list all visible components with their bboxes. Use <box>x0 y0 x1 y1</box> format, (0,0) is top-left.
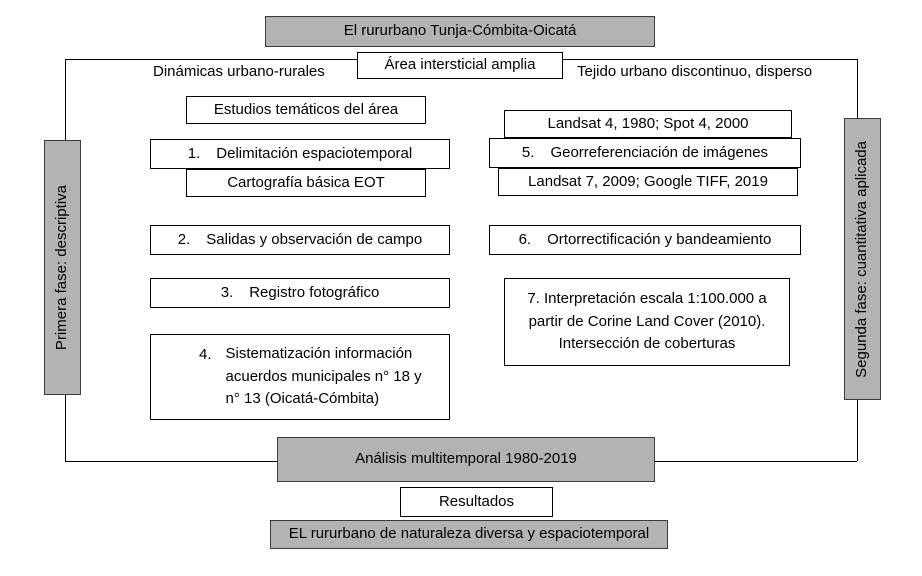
phase-bar-second-text: Segunda fase: cuantitativa aplicada <box>853 140 871 378</box>
step-6-box: 6. Ortorrectificación y bandeamiento <box>489 225 801 255</box>
step-4-box: 4. Sistematización información acuerdos … <box>150 334 450 420</box>
interstitial-area-box: Área intersticial amplia <box>357 52 563 79</box>
step-5-text: Georreferenciación de imágenes <box>550 143 769 161</box>
left-annotation: Dinámicas urbano-rurales <box>153 63 325 80</box>
right-annotation: Tejido urbano discontinuo, disperso <box>577 63 813 80</box>
analysis-box: Análisis multitemporal 1980-2019 <box>277 437 655 482</box>
step-3-number: 3. <box>220 283 234 301</box>
step-7-box: 7. Interpretación escala 1:100.000 a par… <box>504 278 790 366</box>
step-2-box: 2. Salidas y observación de campo <box>150 225 450 255</box>
title-box: El rururbano Tunja-Cómbita-Oicatá <box>265 16 655 47</box>
step-4-number: 4. <box>199 346 212 363</box>
step-2-number: 2. <box>177 230 191 248</box>
step-7-text: 7. Interpretación escala 1:100.000 a par… <box>527 290 767 353</box>
step-1-text: Delimitación espaciotemporal <box>216 144 413 162</box>
connector-top-right <box>563 59 857 60</box>
right-input-bottom-box: Landsat 7, 2009; Google TIFF, 2019 <box>498 168 798 196</box>
connector-bottom-left <box>65 461 277 462</box>
connector-bottom-right <box>655 461 857 462</box>
step-5-box: 5. Georreferenciación de imágenes <box>489 138 801 168</box>
phase-bar-first-text: Primera fase: descriptiva <box>53 184 71 351</box>
results-text: Resultados <box>438 492 515 510</box>
analysis-text: Análisis multitemporal 1980-2019 <box>355 450 577 468</box>
left-input-bottom-box: Cartografía básica EOT <box>186 169 426 197</box>
left-input-top-text: Estudios temáticos del área <box>213 100 399 118</box>
left-input-top-box: Estudios temáticos del área <box>186 96 426 124</box>
final-box: EL rururbano de naturaleza diversa y esp… <box>270 520 668 549</box>
step-6-number: 6. <box>518 230 532 248</box>
right-input-top-box: Landsat 4, 1980; Spot 4, 2000 <box>504 110 792 138</box>
step-6-text: Ortorrectificación y bandeamiento <box>547 230 772 248</box>
step-3-box: 3. Registro fotográfico <box>150 278 450 308</box>
title-text: El rururbano Tunja-Cómbita-Oicatá <box>343 22 577 40</box>
connector-top-left <box>65 59 357 60</box>
right-input-top-text: Landsat 4, 1980; Spot 4, 2000 <box>547 114 749 132</box>
phase-bar-first: Primera fase: descriptiva <box>44 140 81 395</box>
phase-bar-second: Segunda fase: cuantitativa aplicada <box>844 118 881 400</box>
results-box: Resultados <box>400 487 553 517</box>
step-5-number: 5. <box>521 143 535 161</box>
right-input-bottom-text: Landsat 7, 2009; Google TIFF, 2019 <box>528 172 768 190</box>
step-2-text: Salidas y observación de campo <box>206 230 423 248</box>
step-1-number: 1. <box>187 144 201 162</box>
step-4-text: Sistematización información acuerdos mun… <box>225 345 422 408</box>
final-text: EL rururbano de naturaleza diversa y esp… <box>288 525 650 543</box>
interstitial-area-text: Área intersticial amplia <box>384 56 536 74</box>
left-input-bottom-text: Cartografía básica EOT <box>227 173 385 191</box>
step-3-text: Registro fotográfico <box>249 283 380 301</box>
step-1-box: 1. Delimitación espaciotemporal <box>150 139 450 169</box>
